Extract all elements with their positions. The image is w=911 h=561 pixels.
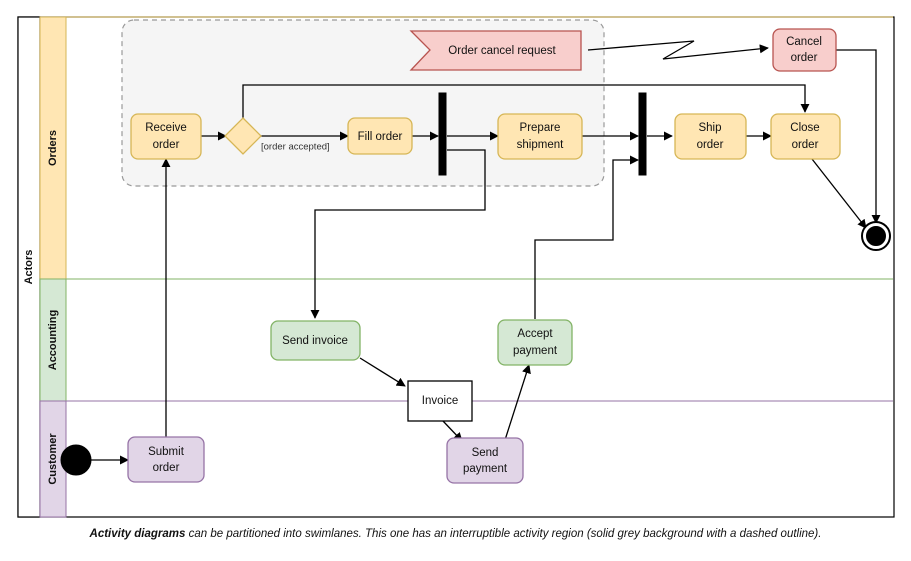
decision-node[interactable]: [224, 117, 262, 155]
lane-label-customer: Customer: [47, 433, 59, 485]
action-ship-order-line1: Ship: [698, 122, 721, 134]
action-submit-order-line1: Submit: [148, 446, 185, 458]
action-close-order[interactable]: Close order: [770, 113, 841, 160]
action-prepare-shipment[interactable]: Prepare shipment: [497, 113, 583, 160]
accept-signal-order-cancel-request[interactable]: Order cancel request: [409, 30, 582, 71]
action-send-payment-line1: Send: [472, 447, 499, 459]
action-fill-order[interactable]: Fill order: [347, 117, 413, 155]
edge-layer: [order accepted]: [90, 40, 881, 465]
action-fill-order-label: Fill order: [358, 131, 403, 143]
lane-label-accounting: Accounting: [47, 310, 59, 371]
edge-send-payment-to-accept-payment: [504, 364, 531, 441]
action-ship-order-line2: order: [697, 139, 724, 151]
join-node[interactable]: [638, 92, 647, 176]
action-close-order-line2: order: [792, 139, 819, 151]
action-submit-order[interactable]: Submit order: [127, 436, 205, 483]
edge-decision-to-close-order: [242, 84, 810, 118]
action-accept-payment[interactable]: Accept payment: [497, 319, 573, 366]
caption-bold-lead: Activity diagrams: [89, 528, 186, 540]
action-prepare-shipment-line1: Prepare: [520, 122, 561, 134]
caption-rest: can be partitioned into swimlanes. This …: [185, 528, 822, 540]
action-submit-order-line2: order: [153, 462, 180, 474]
fork-node[interactable]: [438, 92, 447, 176]
edge-send-invoice-to-invoice: [359, 357, 406, 387]
object-node-invoice[interactable]: Invoice: [407, 380, 473, 422]
pool-label: Actors: [23, 250, 35, 285]
lane-header-accounting: [39, 278, 67, 402]
action-cancel-order-line1: Cancel: [786, 36, 822, 48]
action-send-payment[interactable]: Send payment: [446, 437, 524, 484]
action-close-order-line1: Close: [790, 122, 819, 134]
action-send-invoice-label: Send invoice: [282, 335, 348, 347]
activity-final-node[interactable]: [861, 221, 891, 251]
lane-label-orders: Orders: [47, 130, 59, 166]
action-receive-order-line1: Receive: [145, 122, 187, 134]
edge-fork-to-send-invoice: [310, 149, 486, 319]
lane-header-orders: [39, 16, 67, 280]
action-receive-order[interactable]: Receive order: [130, 113, 202, 160]
edge-accept-payment-to-join: [534, 155, 639, 319]
action-cancel-order[interactable]: Cancel order: [772, 28, 837, 72]
edge-close-order-to-final: [811, 158, 867, 229]
action-send-payment-line2: payment: [463, 463, 508, 475]
action-prepare-shipment-line2: shipment: [517, 139, 564, 151]
action-accept-payment-line1: Accept: [517, 328, 553, 340]
action-accept-payment-line2: payment: [513, 345, 558, 357]
action-send-invoice[interactable]: Send invoice: [270, 320, 361, 361]
action-ship-order[interactable]: Ship order: [674, 113, 747, 160]
figure-caption: Activity diagrams can be partitioned int…: [0, 528, 911, 540]
edge-cancel-order-to-final: [836, 49, 881, 224]
guard-order-accepted: [order accepted]: [261, 142, 330, 153]
initial-node[interactable]: [60, 444, 92, 476]
action-receive-order-line2: order: [153, 139, 180, 151]
action-cancel-order-line2: order: [791, 52, 818, 64]
accept-signal-shape: [409, 30, 582, 71]
object-node-invoice-label: Invoice: [422, 395, 458, 407]
accept-signal-label: Order cancel request: [448, 45, 556, 57]
edge-order-cancel-request-to-cancel-order: [587, 40, 769, 60]
